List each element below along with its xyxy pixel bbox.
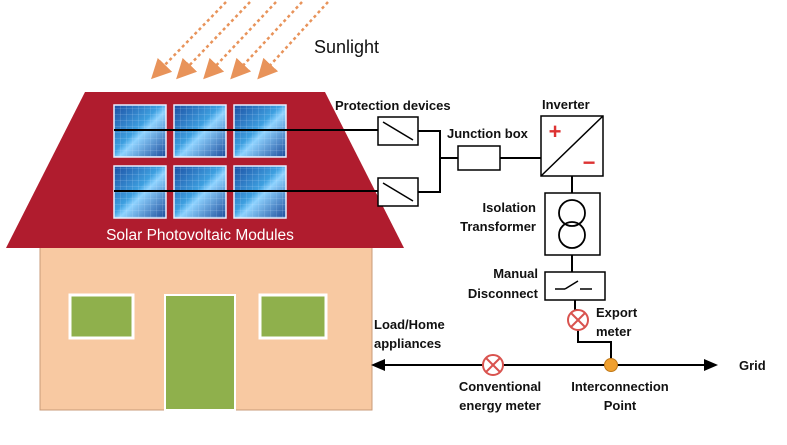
load-label-2: appliances [374,336,441,351]
interconnection-point-icon [604,358,618,372]
isolation-label-1: Isolation [483,200,537,215]
protection-device-top [377,116,419,146]
modules-label: Solar Photovoltaic Modules [106,227,294,244]
conventional-label-1: Conventional [459,379,541,394]
export-meter-icon [567,309,589,331]
inverter-plus-icon: + [549,119,562,144]
junction-box [457,145,501,171]
isolation-transformer [544,192,601,256]
interconnection-label-1: Interconnection [571,379,669,394]
manual-label-1: Manual [493,266,538,281]
inverter: + − [540,115,604,177]
grid-label: Grid [739,358,766,373]
interconnection-label-2: Point [604,398,637,413]
arrow-right-icon [704,359,718,371]
conventional-label-2: energy meter [459,398,541,413]
house-window-right [258,293,328,340]
panel-wires [114,129,378,192]
manual-disconnect [544,271,606,301]
house-window-left [68,293,135,340]
export-label-2: meter [596,324,631,339]
inverter-minus-icon: − [583,150,596,175]
sunlight-arrows [151,1,329,80]
inverter-label: Inverter [542,97,590,112]
isolation-label-2: Transformer [460,219,536,234]
load-label-1: Load/Home [374,317,445,332]
conventional-meter-icon [482,354,504,376]
sunlight-label: Sunlight [314,37,379,57]
protection-devices-label: Protection devices [335,98,451,113]
manual-label-2: Disconnect [468,286,539,301]
house-door [164,294,236,411]
junction-wires [418,130,541,193]
export-label-1: Export [596,305,638,320]
protection-device-bottom [377,177,419,207]
junction-box-label: Junction box [447,126,529,141]
arrow-left-icon [371,359,385,371]
